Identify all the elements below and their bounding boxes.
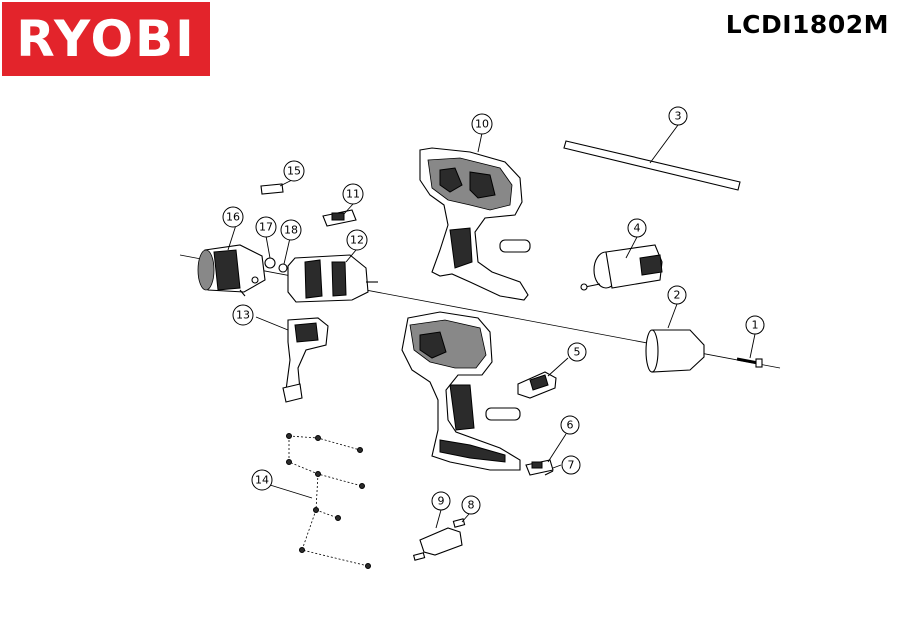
callout-14: 14: [251, 469, 273, 491]
ryobi-logo: RYOBI: [2, 2, 210, 76]
callout-7-label: 7: [568, 459, 575, 472]
callout-13-label: 13: [236, 309, 250, 322]
callout-5: 5: [567, 342, 587, 362]
callout-9-label: 9: [438, 495, 445, 508]
callout-3-label: 3: [675, 110, 682, 123]
part-14-screws: [269, 433, 371, 569]
callout-11: 11: [342, 183, 364, 205]
callout-16: 16: [222, 206, 244, 228]
callout-17-label: 17: [259, 221, 273, 234]
part-4-clip: [580, 236, 663, 291]
part-15-pin: [260, 179, 293, 195]
part-6-7-contacts: [525, 433, 567, 476]
callout-7: 7: [561, 455, 581, 475]
callout-5-label: 5: [574, 346, 581, 359]
callout-2: 2: [667, 285, 687, 305]
callout-12: 12: [346, 229, 368, 251]
callout-14-label: 14: [255, 474, 269, 487]
callout-8: 8: [461, 495, 481, 515]
callout-4-label: 4: [634, 222, 641, 235]
part-8-9-cover: [412, 509, 470, 561]
callout-10: 10: [471, 113, 493, 135]
callout-1-label: 1: [752, 319, 759, 332]
callout-9: 9: [431, 491, 451, 511]
part-1-screw: [736, 333, 763, 368]
callout-3: 3: [668, 106, 688, 126]
callout-4: 4: [627, 218, 647, 238]
callout-8-label: 8: [468, 499, 475, 512]
callout-6: 6: [560, 415, 580, 435]
part-2-chuck: [645, 303, 705, 373]
callout-11-label: 11: [346, 188, 360, 201]
part-12-gearbox: [287, 249, 378, 303]
callout-16-label: 16: [226, 211, 240, 224]
callout-18: 18: [280, 219, 302, 241]
part-17-18-washers: [251, 235, 291, 284]
callout-15-label: 15: [287, 165, 301, 178]
part-10-housing-half: [419, 132, 531, 301]
callout-10-label: 10: [475, 118, 489, 131]
part-11-plate: [322, 203, 357, 227]
part-5-switch: [517, 357, 569, 399]
part-13-switch-assembly: [255, 316, 329, 403]
callout-15: 15: [283, 160, 305, 182]
logo-text: RYOBI: [16, 10, 196, 68]
model-number: LCDI1802M: [725, 10, 889, 39]
callout-12-label: 12: [350, 234, 364, 247]
callout-17: 17: [255, 216, 277, 238]
callout-13: 13: [232, 304, 254, 326]
housing-lower-half: [401, 311, 521, 471]
part-16-motor: [197, 224, 266, 297]
callout-6-label: 6: [567, 419, 574, 432]
part-3-strip: [563, 124, 741, 191]
callout-18-label: 18: [284, 224, 298, 237]
callout-1: 1: [745, 315, 765, 335]
callout-2-label: 2: [674, 289, 681, 302]
